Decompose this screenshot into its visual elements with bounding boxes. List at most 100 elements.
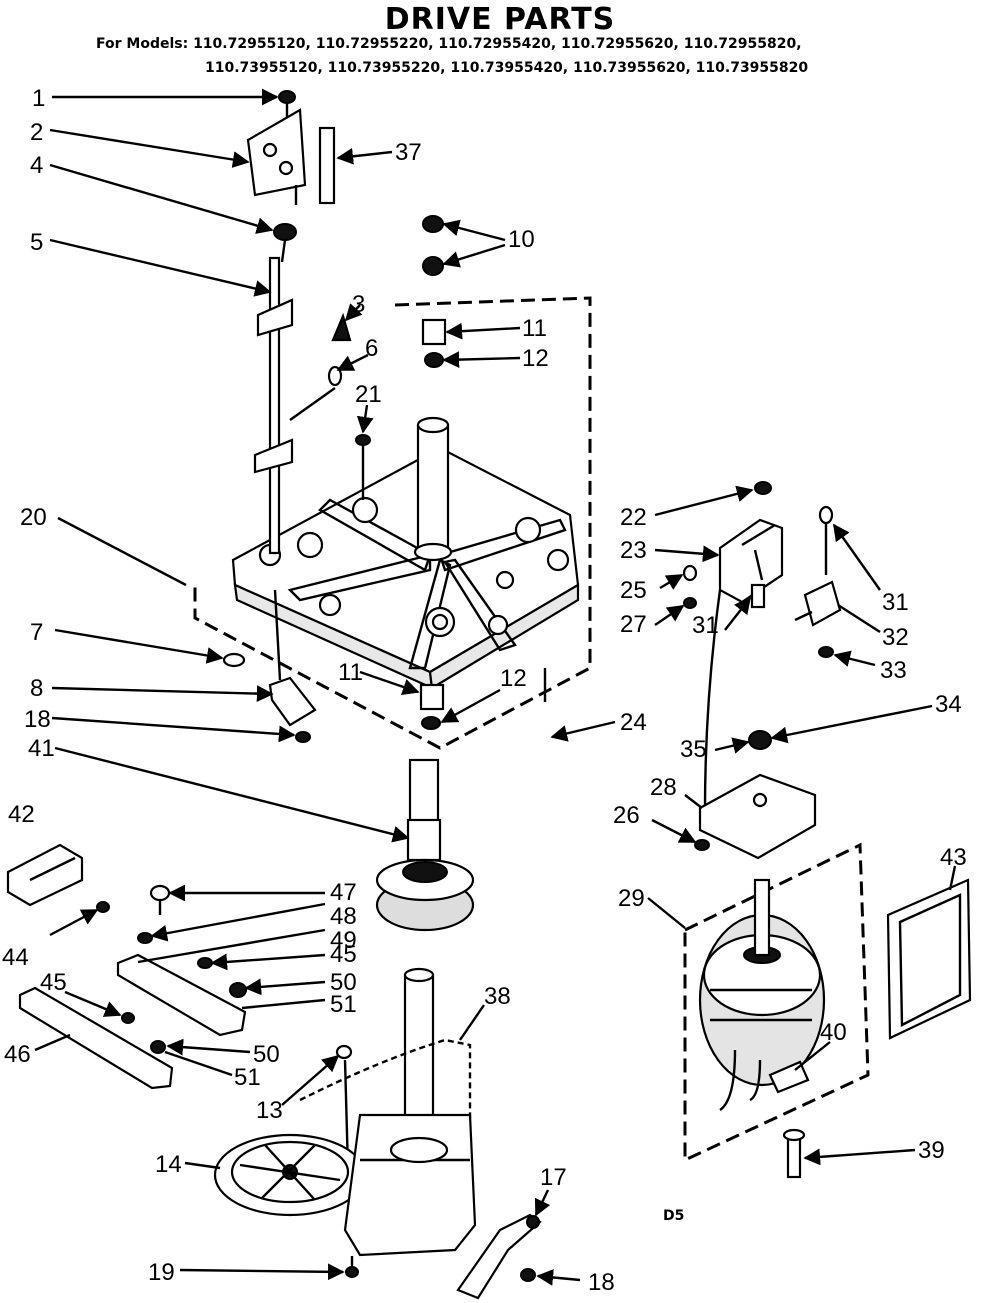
callout-26: 26 bbox=[613, 802, 640, 829]
callout-24: 24 bbox=[620, 709, 647, 736]
output-shaft bbox=[403, 973, 435, 1137]
callout-50-upper: 50 bbox=[330, 969, 357, 996]
callout-20: 20 bbox=[20, 504, 47, 531]
callout-46: 46 bbox=[4, 1041, 31, 1068]
callout-51-lower: 51 bbox=[234, 1064, 261, 1091]
callout-43: 43 bbox=[940, 844, 967, 871]
base-assembly-group-outline bbox=[193, 296, 592, 750]
model-list-line-2: 110.73955120, 110.73955220, 110.73955420… bbox=[205, 60, 809, 76]
drive-motor-assembly bbox=[694, 730, 972, 1179]
part-37-strip bbox=[318, 126, 336, 205]
callout-37: 37 bbox=[395, 139, 422, 166]
callout-12-upper: 12 bbox=[522, 345, 549, 372]
model-list-line-1: For Models: 110.72955120, 110.72955220, … bbox=[96, 36, 802, 52]
tube-sleeve bbox=[408, 758, 440, 830]
callout-35: 35 bbox=[680, 736, 707, 763]
part-4-clip bbox=[273, 223, 297, 241]
callout-23: 23 bbox=[620, 537, 647, 564]
callout-7: 7 bbox=[30, 619, 43, 646]
part-26-nut bbox=[694, 839, 710, 851]
leader-lines bbox=[34, 88, 957, 1286]
part-41-hub bbox=[406, 818, 442, 862]
part-1-nut bbox=[278, 90, 296, 104]
part-18-clip-upper bbox=[295, 731, 311, 743]
part-31-screw bbox=[818, 505, 834, 525]
callout-11-lower: 11 bbox=[338, 659, 363, 686]
callout-21: 21 bbox=[355, 381, 382, 408]
part-12-washer-upper bbox=[424, 352, 444, 368]
motor-assembly-group-outline bbox=[683, 842, 870, 1163]
callout-45-right: 45 bbox=[330, 941, 357, 968]
part-51-clip-b bbox=[150, 1040, 166, 1054]
callout-10: 10 bbox=[508, 226, 535, 253]
callout-6: 6 bbox=[365, 335, 378, 362]
part-46-strap bbox=[18, 986, 174, 1090]
part-45-washer-a bbox=[197, 957, 213, 969]
callout-42: 42 bbox=[8, 801, 35, 828]
part-10-nut-b bbox=[422, 256, 444, 276]
part-8-arm bbox=[268, 676, 317, 727]
part-13-pin bbox=[335, 1044, 353, 1060]
callout-11-upper: 11 bbox=[522, 315, 547, 342]
callout-31-right: 31 bbox=[882, 589, 909, 616]
callout-39: 39 bbox=[918, 1137, 945, 1164]
callout-29: 29 bbox=[618, 885, 645, 912]
page-title: DRIVE PARTS bbox=[384, 2, 616, 37]
callout-33: 33 bbox=[880, 657, 907, 684]
part-28-plate bbox=[698, 773, 817, 860]
callout-17: 17 bbox=[540, 1164, 567, 1191]
callout-32: 32 bbox=[882, 624, 909, 651]
part-45-washer-b bbox=[121, 1012, 135, 1024]
brake-parts-group bbox=[6, 843, 247, 1090]
part-39-bolt bbox=[786, 1133, 802, 1179]
part-31-stud bbox=[750, 583, 766, 609]
callout-18-upper: 18 bbox=[24, 706, 51, 733]
part-19-screw bbox=[345, 1266, 359, 1278]
spin-tube-stack bbox=[375, 215, 475, 932]
callout-1: 1 bbox=[32, 85, 45, 112]
part-48-nut bbox=[137, 932, 153, 944]
part-22-nut bbox=[754, 481, 772, 495]
callout-51-upper: 51 bbox=[330, 991, 357, 1018]
part-25-screw bbox=[682, 564, 698, 582]
callout-18-lower: 18 bbox=[588, 1269, 615, 1296]
callout-49: 49 bbox=[330, 927, 357, 954]
callout-40: 40 bbox=[820, 1019, 847, 1046]
part-10-nut-a bbox=[422, 215, 444, 233]
callout-14: 14 bbox=[155, 1151, 182, 1178]
callout-numbers: 1 2 3 4 5 6 7 8 10 11 11 12 12 13 14 17 … bbox=[2, 85, 967, 1296]
part-27-nut bbox=[683, 597, 697, 609]
callout-25: 25 bbox=[620, 577, 647, 604]
callout-31-left: 31 bbox=[692, 612, 719, 639]
part-42-block bbox=[6, 843, 84, 907]
part-11-bushing-upper bbox=[421, 318, 447, 346]
callout-27: 27 bbox=[620, 611, 647, 638]
part-5-lever bbox=[256, 298, 294, 337]
callout-38: 38 bbox=[484, 983, 511, 1010]
part-18-clip-lower bbox=[520, 1268, 536, 1282]
callout-12-lower: 12 bbox=[500, 665, 527, 692]
crank-arm bbox=[456, 1213, 542, 1300]
shift-linkage-assembly bbox=[222, 90, 371, 743]
callout-34: 34 bbox=[935, 691, 962, 718]
part-32-switch bbox=[803, 580, 842, 627]
callout-47: 47 bbox=[330, 879, 357, 906]
callout-5: 5 bbox=[30, 229, 43, 256]
callout-8: 8 bbox=[30, 675, 43, 702]
part-7-pin bbox=[222, 652, 246, 668]
part-47-bolt bbox=[149, 884, 171, 902]
callout-13: 13 bbox=[256, 1097, 283, 1124]
callout-22: 22 bbox=[620, 504, 647, 531]
callout-2: 2 bbox=[30, 119, 43, 146]
part-43-shield bbox=[886, 878, 972, 1040]
part-12-washer-lower bbox=[421, 716, 441, 730]
part-11-bushing-lower bbox=[419, 683, 445, 711]
part-49-strap bbox=[116, 953, 247, 1037]
motor-mount-parts bbox=[682, 481, 842, 811]
callout-50-lower: 50 bbox=[253, 1041, 280, 1068]
shift-rod bbox=[268, 256, 281, 555]
part-40-connector bbox=[768, 1060, 810, 1094]
callout-44: 44 bbox=[2, 944, 29, 971]
